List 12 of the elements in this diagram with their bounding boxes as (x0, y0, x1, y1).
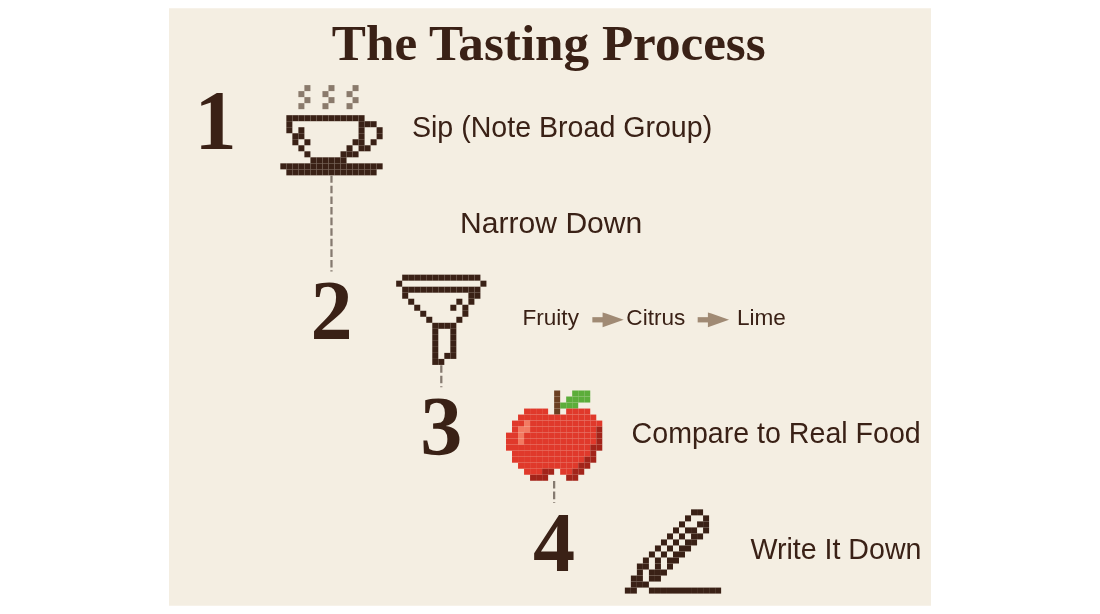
node-label: Write It Down (750, 532, 922, 565)
node-label: Narrow Down (460, 205, 643, 239)
node-text: 2 (310, 264, 353, 358)
node-text: 3 (420, 379, 463, 473)
node-text: Lime (736, 305, 786, 331)
node-text: 1 (194, 74, 237, 168)
node-text: Fruity (522, 305, 579, 331)
node-label: Compare to Real Food (631, 416, 921, 449)
diagram-title: The Tasting Process (331, 13, 766, 71)
node-text: Citrus (626, 305, 686, 331)
node-text: 4 (533, 495, 576, 589)
node-label: Sip (Note Broad Group) (411, 111, 713, 144)
